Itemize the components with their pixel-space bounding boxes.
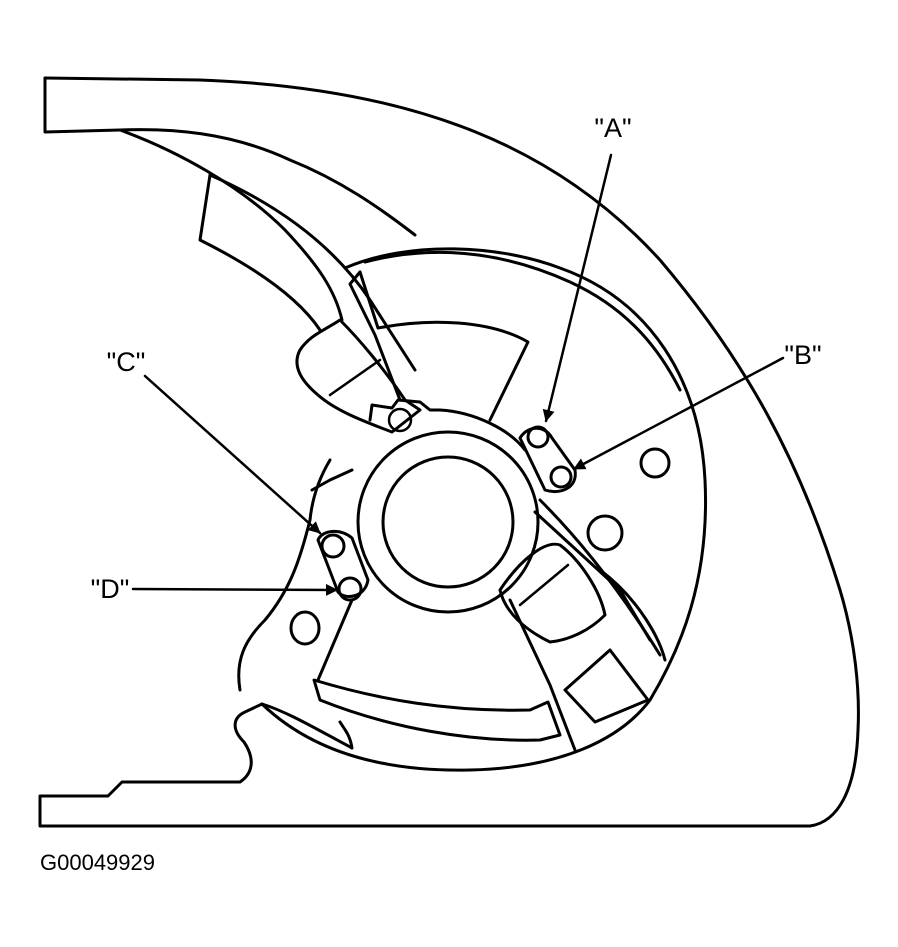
pin-d <box>337 576 363 602</box>
upper-clip <box>295 318 422 434</box>
plate-hole-left <box>289 610 321 646</box>
hub-outer-ring <box>356 430 540 614</box>
upper-window-left <box>348 270 402 402</box>
right-spoke-inner <box>533 510 652 642</box>
hub-inner-ring <box>381 455 515 589</box>
callout-a-label: "A" <box>594 113 631 143</box>
pin-a <box>526 425 550 449</box>
callout-d-label: "D" <box>91 574 130 604</box>
hub-top-rivet <box>387 407 413 433</box>
pin-cluster-cd <box>316 530 370 598</box>
right-spoke <box>538 498 662 657</box>
lower-right-clip-slot <box>518 563 570 607</box>
hub-bracket <box>368 398 527 452</box>
plate-outer-arc <box>260 247 708 772</box>
callout-c-label: "C" <box>107 347 146 377</box>
plate-left-notch <box>310 468 354 492</box>
fork-arm-strap <box>208 173 417 372</box>
pin-c <box>320 533 346 559</box>
fork-arm-outer <box>118 128 344 322</box>
housing-outline <box>38 76 860 828</box>
housing-top-return <box>43 76 417 237</box>
lower-right-block <box>563 648 650 724</box>
upper-clip-slot <box>328 358 382 397</box>
plate-inner-arc-right <box>598 568 667 662</box>
upper-window <box>358 270 530 422</box>
lower-right-clip <box>498 542 607 644</box>
callout-b-label: "B" <box>784 340 821 370</box>
pin-b <box>549 465 573 489</box>
plate-hole-upper-right <box>639 447 671 479</box>
callout-a-arrow <box>542 153 613 423</box>
callout-b-arrow <box>572 356 785 471</box>
plate-hole-right <box>586 514 624 552</box>
plate-left-edge <box>237 458 332 692</box>
figure-id: G00049929 <box>40 850 155 875</box>
fork-arm-inner <box>198 173 322 332</box>
lower-spoke-right <box>508 598 577 752</box>
lower-window <box>312 678 562 742</box>
callout-c-arrow <box>143 374 322 535</box>
plate-inner-arc-top <box>363 250 682 392</box>
callout-d-arrow <box>131 583 339 596</box>
lower-spoke-left <box>316 598 354 682</box>
